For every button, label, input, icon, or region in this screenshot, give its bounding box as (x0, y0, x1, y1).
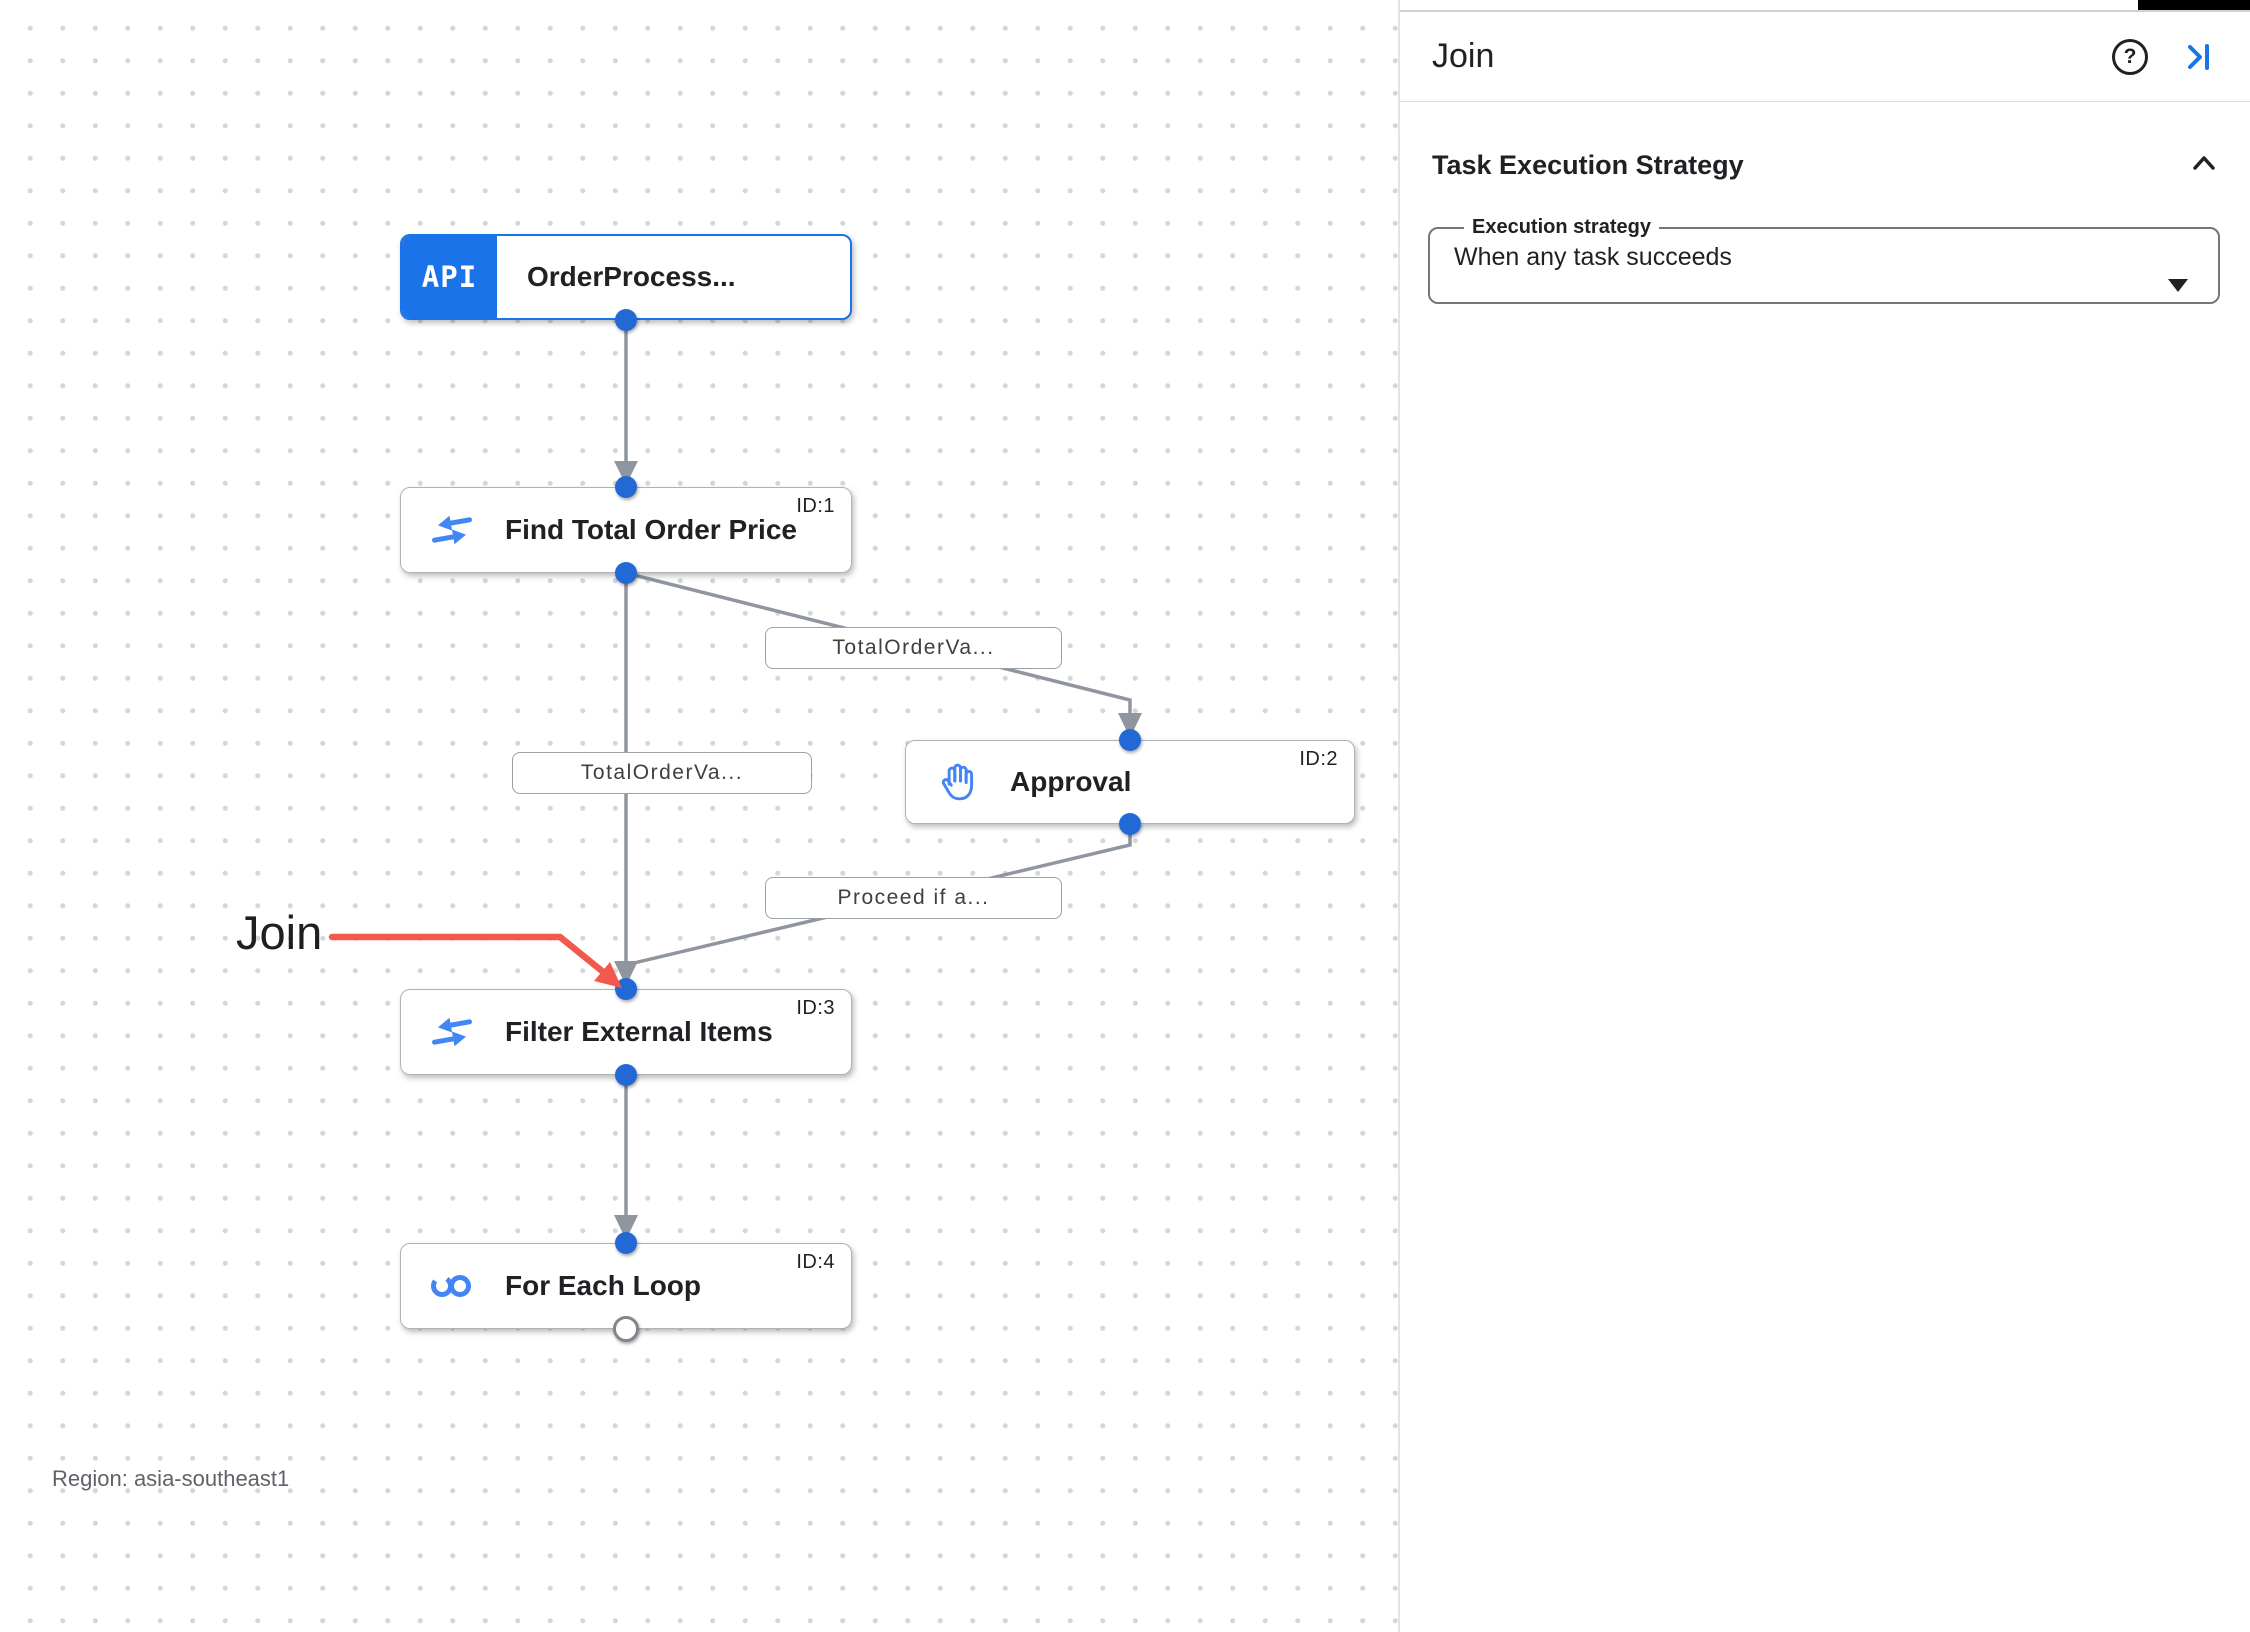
chevron-up-icon[interactable] (2188, 151, 2220, 180)
connector-dot[interactable] (1119, 813, 1141, 835)
node-id-badge: ID:4 (796, 1251, 835, 1273)
section-heading: Task Execution Strategy (1432, 150, 1744, 180)
loop-icon (429, 1265, 475, 1307)
top-right-black-bar (2138, 0, 2250, 10)
execution-strategy-label: Execution strategy (1472, 216, 1651, 238)
data-mapping-icon (429, 509, 475, 551)
panel-title: Join (1432, 37, 1495, 75)
node-label: Approval (1010, 766, 1132, 797)
edge-label-totalorderva-approval[interactable]: TotalOrderVa... (765, 627, 1062, 669)
node-label: For Each Loop (505, 1270, 701, 1301)
join-annotation-arrow (328, 933, 622, 988)
connector-dot[interactable] (615, 309, 637, 331)
connector-dot[interactable] (615, 1064, 637, 1086)
node-id-badge: ID:3 (796, 997, 835, 1019)
connector-dot-join-point[interactable] (615, 978, 637, 1000)
approval-hand-icon (934, 761, 980, 803)
panel-top-divider (1400, 10, 2250, 12)
join-annotation-label: Join (236, 906, 323, 959)
node-for-each-loop[interactable]: For Each Loop ID:4 (400, 1243, 852, 1329)
node-id-badge: ID:1 (796, 495, 835, 517)
workflow-canvas[interactable]: API OrderProcess... Find Total Order Pri… (0, 0, 1398, 1632)
edge-label-totalorderva-filter[interactable]: TotalOrderVa... (512, 752, 812, 794)
connector-dot[interactable] (615, 562, 637, 584)
node-label: Filter External Items (505, 1016, 773, 1047)
edge-label-proceed-if[interactable]: Proceed if a... (765, 877, 1062, 919)
connector-dot[interactable] (1119, 729, 1141, 751)
node-filter-external-items[interactable]: Filter External Items ID:3 (400, 989, 852, 1075)
node-find-total-order-price[interactable]: Find Total Order Price ID:1 (400, 487, 852, 573)
execution-strategy-select[interactable]: Execution strategy When any task succeed… (1428, 216, 2220, 304)
connector-dot[interactable] (615, 1232, 637, 1254)
region-label: Region: asia-southeast1 (52, 1466, 290, 1491)
node-label: OrderProcess... (527, 261, 736, 292)
api-trigger-badge: API (402, 236, 497, 318)
node-id-badge: ID:2 (1299, 748, 1338, 770)
help-icon[interactable]: ? (2112, 38, 2148, 75)
dropdown-arrow-icon (2168, 279, 2188, 292)
panel-header: Join ? (1400, 12, 2250, 102)
node-label: Find Total Order Price (505, 514, 797, 545)
connector-dot-open[interactable] (613, 1316, 639, 1342)
connector-dot[interactable] (615, 476, 637, 498)
section-task-execution-strategy[interactable]: Task Execution Strategy (1432, 150, 2220, 181)
collapse-panel-icon[interactable] (2182, 40, 2216, 74)
config-panel: Join ? Task Execution Strategy Execution… (1398, 0, 2250, 1632)
node-approval[interactable]: Approval ID:2 (905, 740, 1355, 824)
data-mapping-icon (429, 1011, 475, 1053)
execution-strategy-value: When any task succeeds (1454, 243, 1732, 271)
